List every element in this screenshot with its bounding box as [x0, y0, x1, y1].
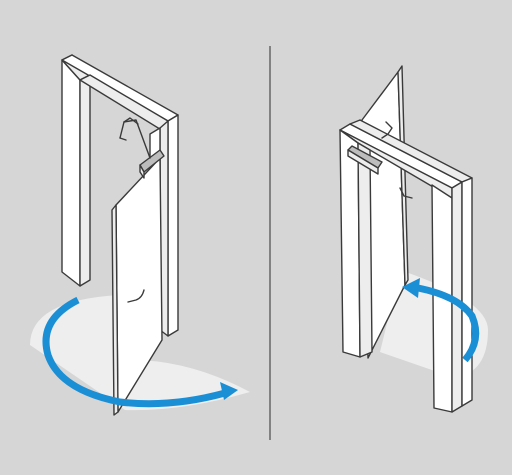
door-leaf-left — [111, 157, 163, 416]
swing-area-left — [30, 295, 250, 411]
swing-arrow-left — [42, 296, 238, 408]
swing-arrow-right — [402, 278, 480, 363]
left-panel — [30, 54, 250, 416]
door-closer-right — [347, 121, 413, 199]
door-closer-left — [119, 117, 165, 179]
door-handle-icon — [127, 289, 145, 303]
right-panel — [339, 65, 488, 413]
